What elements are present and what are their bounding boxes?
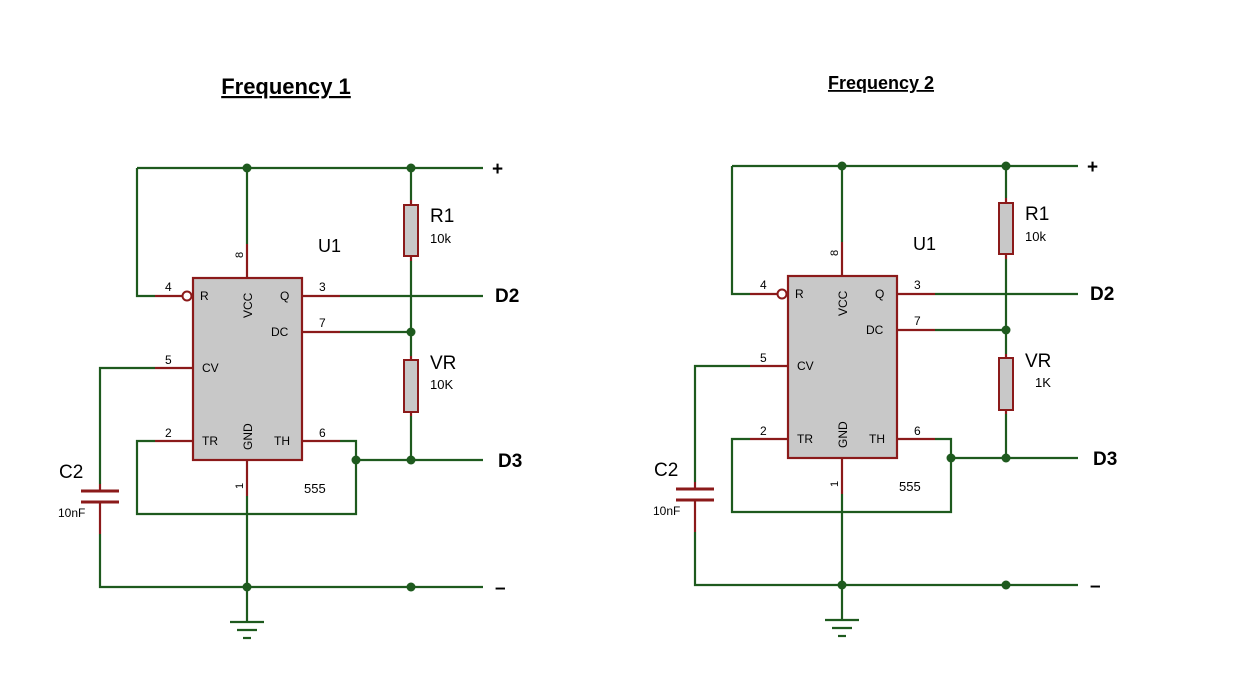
r1-ref: R1: [1025, 204, 1049, 225]
wires: [693, 164, 1078, 620]
vr-value: 10K: [430, 377, 453, 392]
chip-pins: [155, 244, 340, 496]
pin-label-vcc: VCC: [241, 292, 255, 318]
svg-text:4: 4: [165, 280, 172, 294]
reset-inverter-bubble: [776, 288, 788, 300]
wires: [98, 166, 483, 622]
chip-type: 555: [304, 481, 326, 496]
r1-value: 10k: [430, 231, 451, 246]
circuit-frequency-2: Frequency 2: [653, 73, 1117, 638]
pin-numbers: 8 4 3 7 5 2 6 1: [760, 250, 921, 487]
resistor-vr: VR 1K: [998, 351, 1051, 414]
net-d3: D3: [1093, 449, 1117, 470]
pin-label-q: Q: [875, 287, 884, 301]
c2-value: 10nF: [58, 506, 85, 520]
circuit-title: Frequency 2: [828, 73, 934, 93]
capacitor-c2: C2 10nF: [653, 460, 714, 532]
circuit-title: Frequency 1: [221, 74, 351, 99]
r1-ref: R1: [430, 206, 454, 227]
resistor-r1: R1 10k: [403, 200, 454, 261]
pin-label-tr: TR: [797, 432, 813, 446]
r1-value: 10k: [1025, 229, 1046, 244]
net-plus: +: [1087, 157, 1098, 178]
svg-text:6: 6: [914, 424, 921, 438]
svg-text:1: 1: [234, 483, 246, 489]
c2-value: 10nF: [653, 504, 680, 518]
chip-labels: U1 555 R Q DC CV TR TH VCC GND: [795, 234, 936, 494]
svg-text:8: 8: [234, 252, 246, 258]
svg-text:3: 3: [914, 278, 921, 292]
resistor-vr: VR 10K: [403, 353, 456, 416]
svg-text:5: 5: [760, 351, 767, 365]
net-labels: + D2 D3 –: [1087, 157, 1117, 597]
pin-label-gnd: GND: [836, 421, 850, 448]
svg-text:7: 7: [914, 314, 921, 328]
vr-ref: VR: [430, 353, 456, 374]
timer-555-chip: [191, 276, 304, 462]
ground-icon: [825, 618, 859, 638]
ground-icon: [230, 620, 264, 640]
junction-dots: [837, 161, 1011, 590]
chip-ref: U1: [913, 234, 936, 254]
c2-ref: C2: [654, 460, 678, 481]
chip-ref: U1: [318, 236, 341, 256]
c2-ref: C2: [59, 462, 83, 483]
net-d2: D2: [495, 286, 519, 307]
pin-label-tr: TR: [202, 434, 218, 448]
chip-pins: [750, 242, 935, 494]
pin-label-r: R: [200, 289, 209, 303]
chip-type: 555: [899, 479, 921, 494]
vr-value: 1K: [1035, 375, 1051, 390]
pin-label-gnd: GND: [241, 423, 255, 450]
net-minus: –: [1090, 576, 1101, 597]
pin-label-r: R: [795, 287, 804, 301]
pin-label-vcc: VCC: [836, 290, 850, 316]
chip-labels: U1 555 R Q DC CV TR TH VCC GND: [200, 236, 341, 496]
svg-text:7: 7: [319, 316, 326, 330]
capacitor-c2: C2 10nF: [58, 462, 119, 534]
net-d3: D3: [498, 451, 522, 472]
pin-label-cv: CV: [797, 359, 814, 373]
timer-555-chip: [786, 274, 899, 460]
pin-label-q: Q: [280, 289, 289, 303]
pin-label-th: TH: [274, 434, 290, 448]
net-labels: + D2 D3 –: [492, 159, 522, 599]
pin-label-th: TH: [869, 432, 885, 446]
pin-label-dc: DC: [866, 323, 884, 337]
svg-text:8: 8: [829, 250, 841, 256]
svg-text:2: 2: [165, 426, 172, 440]
svg-text:6: 6: [319, 426, 326, 440]
svg-text:5: 5: [165, 353, 172, 367]
pin-label-dc: DC: [271, 325, 289, 339]
pin-label-cv: CV: [202, 361, 219, 375]
net-plus: +: [492, 159, 503, 180]
svg-text:3: 3: [319, 280, 326, 294]
net-d2: D2: [1090, 284, 1114, 305]
svg-text:2: 2: [760, 424, 767, 438]
reset-inverter-bubble: [181, 290, 193, 302]
pin-numbers: 8 4 3 7 5 2 6 1: [165, 252, 326, 489]
circuit-frequency-1: Frequency 1: [58, 74, 522, 640]
svg-text:1: 1: [829, 481, 841, 487]
junction-dots: [242, 163, 416, 592]
net-minus: –: [495, 578, 506, 599]
vr-ref: VR: [1025, 351, 1051, 372]
svg-text:4: 4: [760, 278, 767, 292]
resistor-r1: R1 10k: [998, 198, 1049, 259]
